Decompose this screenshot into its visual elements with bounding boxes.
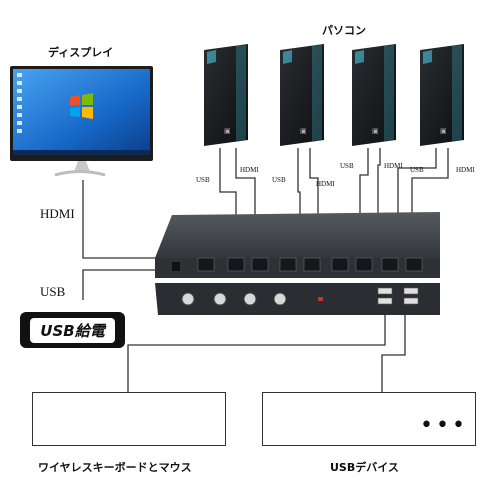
pc-tower-icon: ▣ xyxy=(280,44,324,146)
svg-text:▣: ▣ xyxy=(300,127,307,135)
display-label: ディスプレイ xyxy=(48,46,114,59)
pc4-hdmi-label: HDMI xyxy=(456,166,475,174)
usb-power-cable-label: USB xyxy=(40,284,66,299)
usb-power-badge: USB給電 xyxy=(20,312,125,348)
more-dots-icon: ••• xyxy=(420,413,468,438)
pc2-usb-label: USB xyxy=(272,176,286,184)
usb-devices-box xyxy=(262,392,476,446)
pc3-hdmi-label: HDMI xyxy=(384,162,403,170)
pc1-usb-label: USB xyxy=(196,176,210,184)
svg-text:▣: ▣ xyxy=(440,127,447,135)
keyboard-mouse-box xyxy=(32,392,226,446)
pc3-usb-label: USB xyxy=(340,162,354,170)
pc-tower-icon: ▣ xyxy=(352,44,396,146)
pc1-hdmi-label: HDMI xyxy=(240,166,259,174)
pc4-usb-label: USB xyxy=(410,166,424,174)
svg-text:▣: ▣ xyxy=(372,127,379,135)
pc-cables xyxy=(82,148,449,392)
hdmi-display-label: HDMI xyxy=(40,206,75,221)
pc-tower-icon: ▣ xyxy=(420,44,464,146)
kvm-switch xyxy=(155,212,440,315)
usb-power-text: USB給電 xyxy=(30,317,115,343)
keyboard-mouse-label: ワイヤレスキーボードとマウス xyxy=(38,461,192,474)
monitor-icon xyxy=(10,66,153,177)
usb-devices-label: USBデバイス xyxy=(330,461,399,474)
pc-tower-icon: ▣ xyxy=(204,44,248,146)
pc-label: パソコン xyxy=(322,24,366,37)
svg-text:▣: ▣ xyxy=(224,127,231,135)
pc2-hdmi-label: HDMI xyxy=(316,180,335,188)
